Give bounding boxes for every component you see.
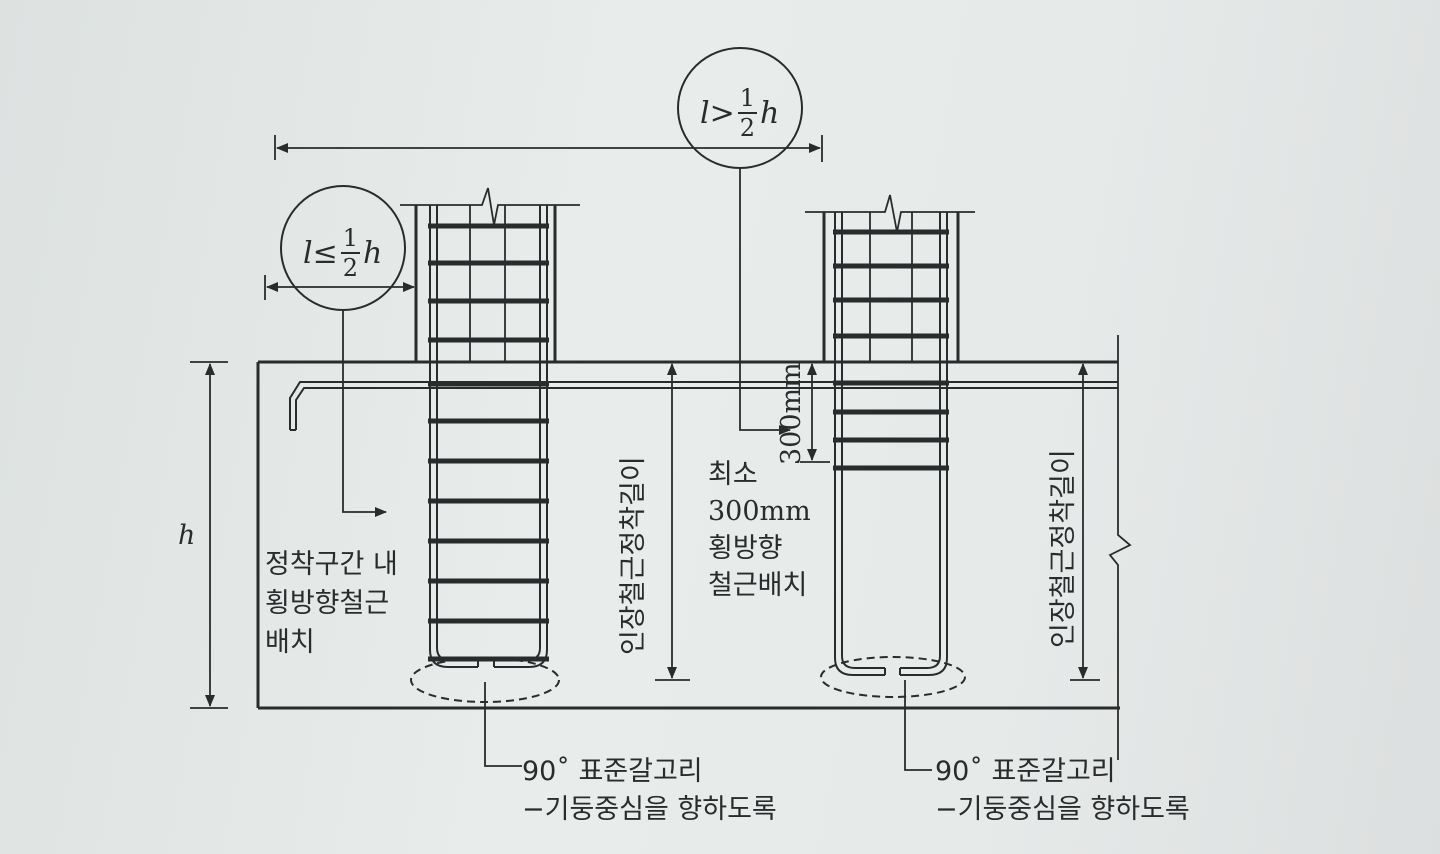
operator: >	[709, 95, 735, 131]
var-l: l	[700, 95, 710, 131]
right-stirrups	[833, 229, 949, 471]
note-line: 횡방향철근	[265, 588, 390, 619]
note-line: 배치	[265, 627, 315, 658]
operator: ≤	[312, 235, 338, 271]
note-line: −기둥중심을 향하도록	[935, 794, 1190, 825]
note-line: 횡방향	[708, 533, 783, 564]
note-line: 철근배치	[708, 570, 808, 601]
left-hook-leader	[484, 682, 522, 767]
note-line: 90˚ 표준갈고리	[522, 756, 703, 787]
footing-top-bars	[289, 381, 1118, 431]
left-column	[400, 187, 580, 767]
numerator: 1	[340, 224, 361, 254]
min-spacing-label: 300mm	[776, 362, 807, 465]
height-label: h	[178, 520, 196, 551]
right-hook-highlight	[820, 656, 966, 698]
denominator: 2	[342, 254, 359, 282]
callouts	[280, 47, 803, 517]
left-hook-note: 90˚ 표준갈고리 −기둥중심을 향하도록	[522, 753, 777, 829]
note-line: 최소	[708, 459, 758, 490]
dev-length-right-label: 인장철근정착길이	[1048, 449, 1079, 648]
var-l: l	[303, 235, 313, 271]
right-column	[805, 194, 975, 771]
note-line: 300mm	[708, 496, 811, 527]
note-line: −기둥중심을 향하도록	[522, 794, 777, 825]
right-hook-leader	[904, 680, 932, 771]
dimension-lines	[190, 135, 1100, 709]
note-line: 정착구간 내	[265, 549, 398, 580]
denominator: 2	[739, 114, 756, 142]
footing-outline	[256, 335, 1132, 760]
numerator: 1	[737, 84, 758, 114]
right-hook-note: 90˚ 표준갈고리 −기둥중심을 향하도록	[935, 753, 1190, 829]
note-line: 90˚ 표준갈고리	[935, 756, 1116, 787]
left-transverse-note: 정착구간 내 횡방향철근 배치	[265, 545, 398, 662]
var-h: h	[363, 235, 383, 271]
dev-length-left-label: 인장철근정착길이	[618, 456, 649, 655]
left-stirrups	[428, 223, 549, 662]
center-transverse-note: 최소 300mm 횡방향 철근배치	[708, 456, 811, 604]
var-h: h	[760, 95, 780, 131]
break-line	[1108, 335, 1132, 760]
